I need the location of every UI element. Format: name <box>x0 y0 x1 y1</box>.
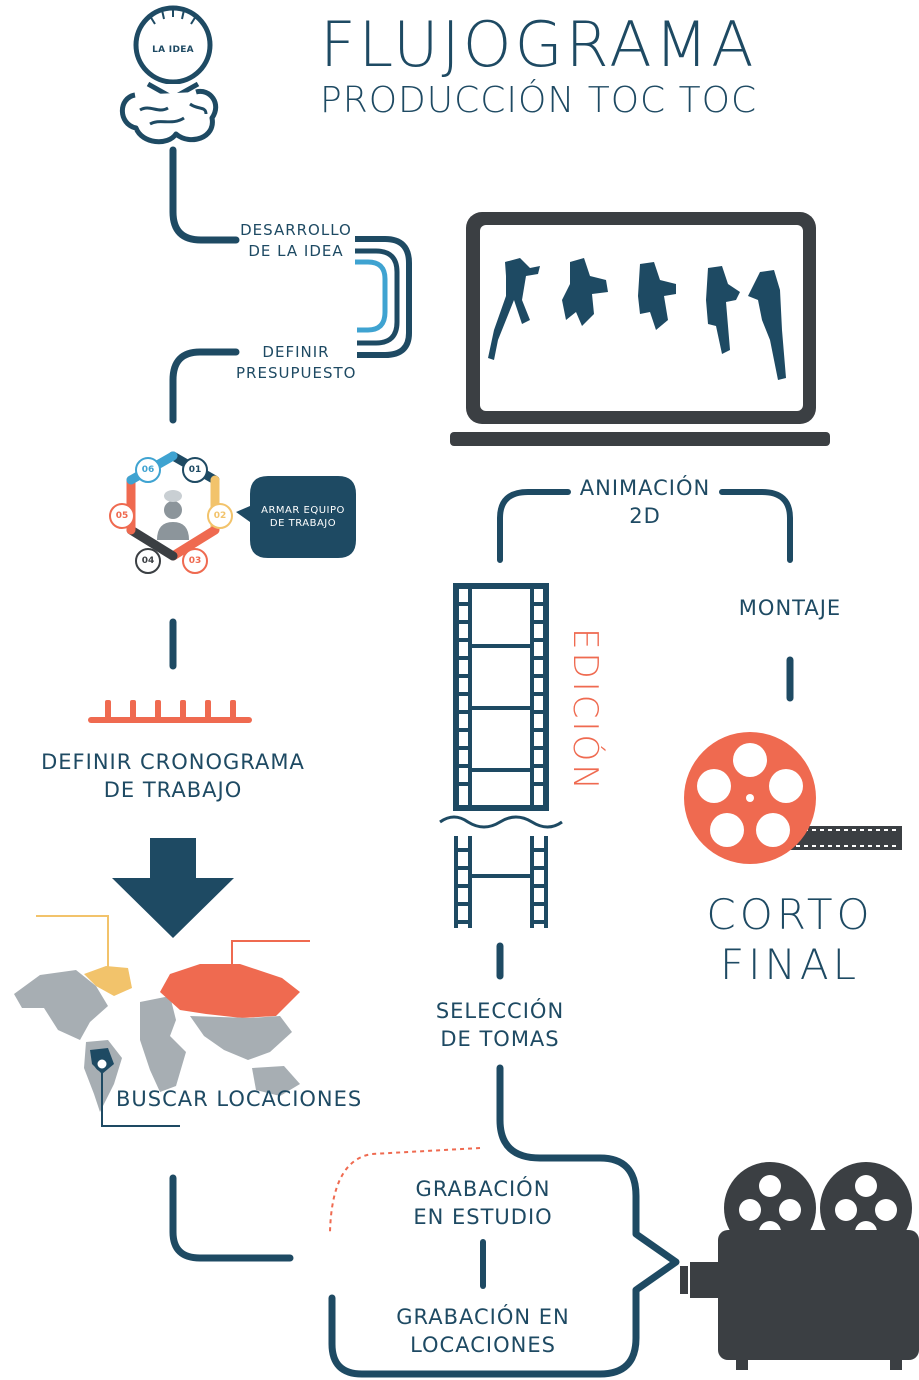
down-arrow-icon <box>112 838 234 938</box>
step-animacion: ANIMACIÓN 2D <box>570 474 720 530</box>
connector-presupuesto-equipo <box>169 348 240 424</box>
world-map-icon <box>14 915 310 1127</box>
step-grabacion-estudio-line1: GRABACIÓN <box>415 1177 551 1201</box>
step-presupuesto: DEFINIR PRESUPUESTO <box>236 342 356 384</box>
step-equipo: ARMAR EQUIPO DE TRABAJO <box>250 504 356 530</box>
animacion-bracket-right <box>719 489 793 563</box>
team-step-04: 04 <box>141 556 155 566</box>
step-corto-line1: CORTO <box>706 890 874 939</box>
idea-brain-icon <box>119 5 219 145</box>
step-grabacion-estudio-line2: EN ESTUDIO <box>413 1205 553 1229</box>
step-cronograma-line1: DEFINIR CRONOGRAMA <box>41 750 305 774</box>
loop-arrows <box>355 236 412 358</box>
team-step-01: 01 <box>188 465 202 475</box>
connector-idea-desarrollo <box>169 146 240 244</box>
film-strip-icon <box>439 583 563 928</box>
step-desarrollo-line1: DESARROLLO <box>240 221 352 239</box>
step-montaje: MONTAJE <box>738 596 842 620</box>
step-cronograma-line2: DE TRABAJO <box>103 778 243 802</box>
step-corto-final: CORTO FINAL <box>690 890 890 990</box>
step-seleccion: SELECCIÓN DE TOMAS <box>415 997 585 1053</box>
step-animacion-line2: 2D <box>629 504 661 528</box>
connector-locaciones-grabacion <box>169 1174 294 1262</box>
step-equipo-line2: DE TRABAJO <box>269 518 337 529</box>
film-reel-icon <box>684 732 902 864</box>
step-seleccion-line2: DE TOMAS <box>440 1027 560 1051</box>
step-corto-line2: FINAL <box>719 940 861 989</box>
page-title: FLUJOGRAMA <box>320 8 757 81</box>
timeline-icon <box>88 700 252 723</box>
team-step-05: 05 <box>115 511 129 521</box>
step-animacion-line1: ANIMACIÓN <box>579 476 711 500</box>
speech-bubble <box>236 476 356 558</box>
laptop-icon <box>450 212 830 446</box>
page-subtitle: PRODUCCIÓN TOC TOC <box>320 80 758 121</box>
team-hexagon-icon <box>109 451 233 574</box>
step-locaciones: BUSCAR LOCACIONES <box>116 1087 363 1111</box>
animacion-bracket <box>497 489 571 563</box>
step-grabacion-locaciones-line1: GRABACIÓN EN <box>396 1305 570 1329</box>
step-equipo-line1: ARMAR EQUIPO <box>261 505 345 516</box>
idea-label: LA IDEA <box>152 45 194 55</box>
team-step-03: 03 <box>188 556 202 566</box>
step-seleccion-line1: SELECCIÓN <box>435 999 565 1023</box>
step-edicion: EDICIÓN <box>565 628 605 793</box>
step-grabacion-locaciones: GRABACIÓN EN LOCACIONES <box>380 1303 586 1359</box>
projector-icon <box>680 1162 919 1370</box>
step-presupuesto-line1: DEFINIR <box>262 343 330 361</box>
step-cronograma: DEFINIR CRONOGRAMA DE TRABAJO <box>28 748 318 804</box>
grabacion-bracket <box>328 1064 680 1378</box>
team-step-02: 02 <box>213 511 227 521</box>
step-grabacion-estudio: GRABACIÓN EN ESTUDIO <box>395 1175 571 1231</box>
step-presupuesto-line2: PRESUPUESTO <box>236 364 357 382</box>
step-desarrollo: DESARROLLO DE LA IDEA <box>236 220 356 262</box>
step-desarrollo-line2: DE LA IDEA <box>248 242 344 260</box>
team-step-06: 06 <box>141 465 155 475</box>
step-grabacion-locaciones-line2: LOCACIONES <box>410 1333 556 1357</box>
